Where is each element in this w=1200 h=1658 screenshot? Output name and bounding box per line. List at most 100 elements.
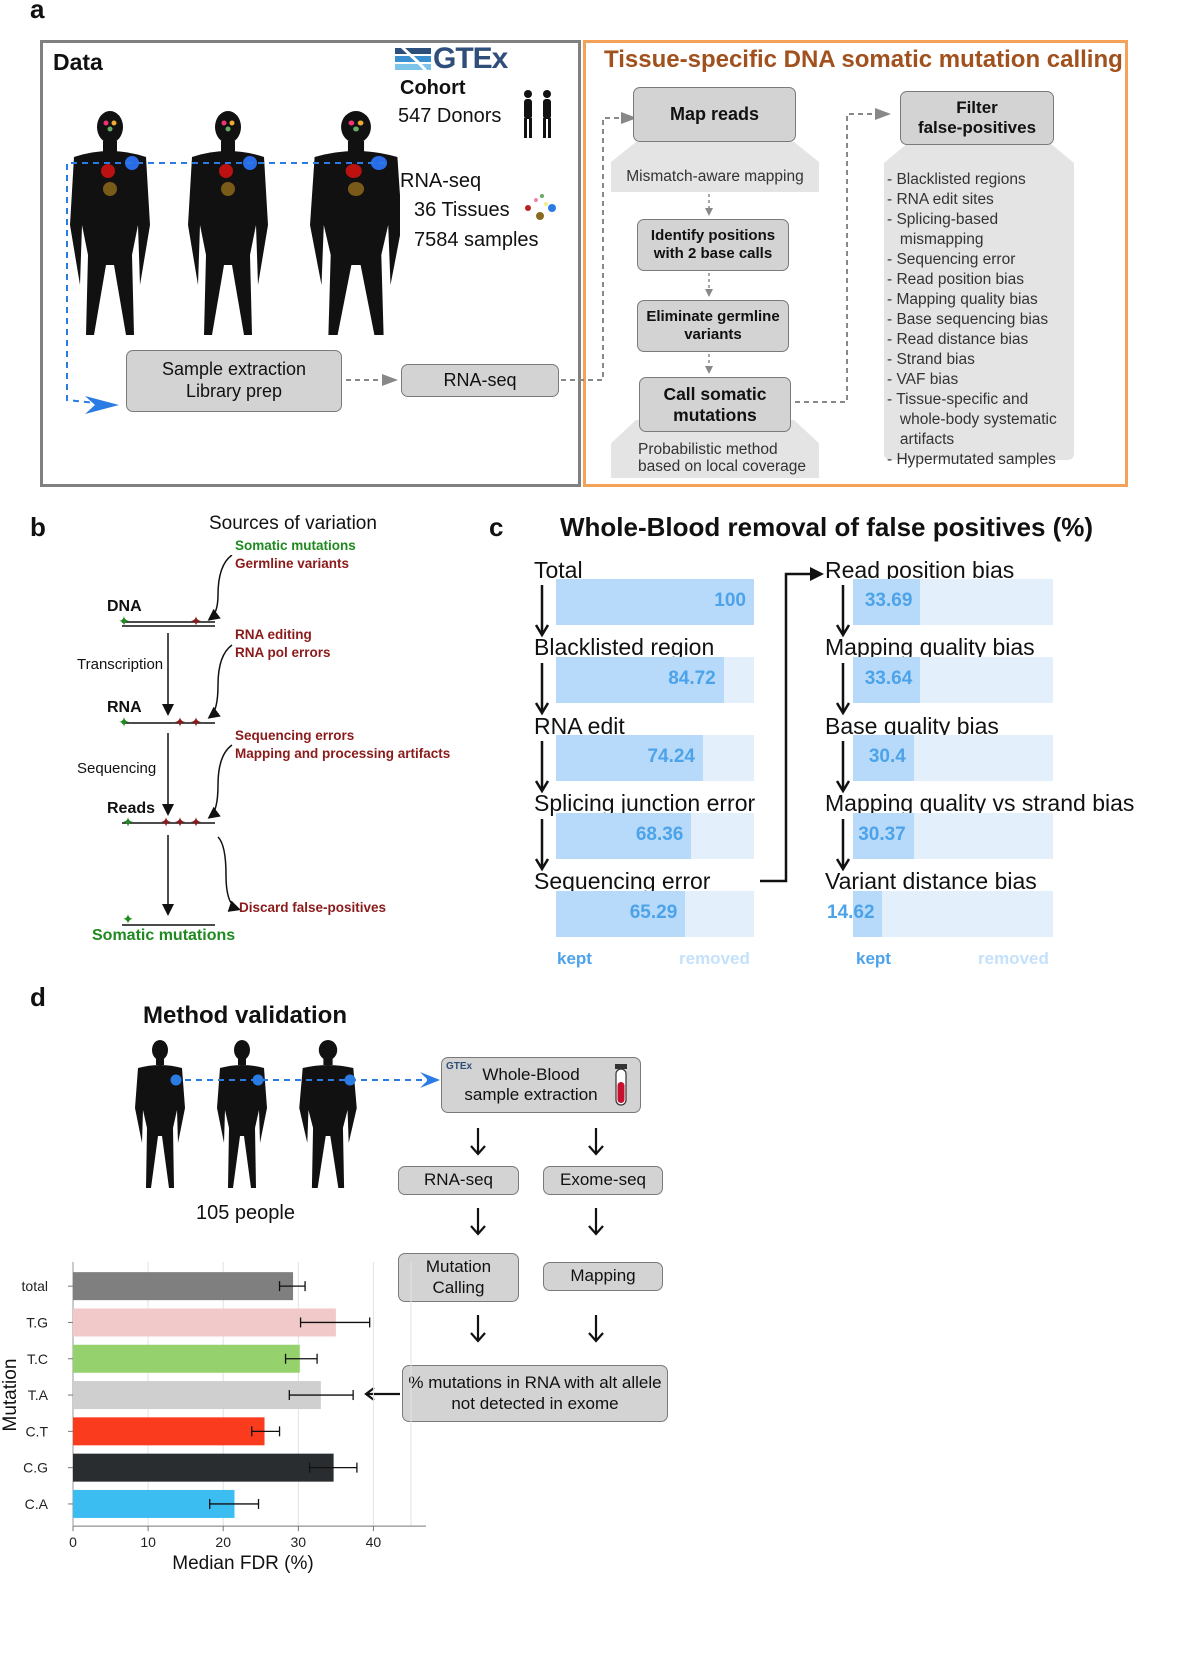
svg-text:✦: ✦ <box>174 814 186 830</box>
y-tick-label: C.A <box>25 1496 49 1512</box>
svg-text:✦: ✦ <box>118 613 130 629</box>
filter-bar-removed: 100 <box>556 579 754 625</box>
filter-bar-value: 84.72 <box>668 668 716 689</box>
filter-step-label: Base quality bias <box>825 713 999 739</box>
flow-arrow <box>835 585 851 638</box>
fp-list-item: - Read distance bias <box>887 331 1029 348</box>
filter-bar-removed: 74.24 <box>556 735 754 781</box>
filter-step-label: Blacklisted region <box>534 634 715 660</box>
fp-list-item: - VAF bias <box>887 371 959 388</box>
validation-person-1 <box>135 1040 185 1188</box>
filter-chart-title: Whole-Blood removal of false positives (… <box>560 512 1094 542</box>
arrow-to-filter <box>795 108 891 403</box>
reads-label: Reads <box>107 800 156 817</box>
filter-bar-removed: 68.36 <box>556 813 754 859</box>
sources-title: Sources of variation <box>209 513 377 534</box>
fp-list-item: - Blacklisted regions <box>887 171 1026 188</box>
fp-filter-list: - Blacklisted regions - RNA edit sites - S… <box>887 170 1057 470</box>
filter-bar-kept <box>556 891 686 937</box>
fp-list-item: - Hypermutated samples <box>887 451 1056 468</box>
cohort-label: Cohort <box>400 77 466 99</box>
fdr-bar <box>73 1344 300 1373</box>
gtex-text: GTEx <box>433 42 508 75</box>
filter-bar-value: 30.37 <box>858 824 906 845</box>
filter-bar-value: 65.29 <box>629 902 678 923</box>
fp-list-item: - Strand bias <box>887 351 975 368</box>
mismatch-mapping-label: Mismatch-aware mapping <box>626 168 804 185</box>
gtex-small-logo: GTEx <box>446 1061 473 1072</box>
y-tick-label: T.C <box>27 1351 48 1367</box>
arrow-to-rnaseq <box>346 374 398 386</box>
y-tick-label: C.G <box>23 1460 48 1476</box>
y-tick-label: total <box>22 1278 48 1294</box>
filter-step-label: Mapping quality vs strand bias <box>825 790 1135 816</box>
people-count: 105 people <box>196 1202 295 1224</box>
fp-list-item: - Sequencing error <box>887 251 1016 268</box>
variation-flow-diagram: ✦ ✦ ✦ ✦ ✦ ✦ ✦ ✦ ✦ ✦ <box>118 555 240 927</box>
src-somatic: Somatic mutations <box>235 538 356 553</box>
fdr-bar <box>73 1272 294 1301</box>
filter-bar-value: 30.4 <box>868 746 906 767</box>
calling-section-border <box>583 40 1128 487</box>
svg-text:✦: ✦ <box>122 814 134 830</box>
src-mapping-artifacts: Mapping and processing artifacts <box>235 746 451 761</box>
fdr-bar <box>73 1381 321 1410</box>
gtex-logo: GTEx <box>393 42 508 76</box>
validation-person-3 <box>299 1040 357 1188</box>
sequencing-label: Sequencing <box>77 760 157 777</box>
somatic-result-label: Somatic mutations <box>92 927 236 944</box>
blood-arrow-head <box>420 1072 440 1088</box>
fdr-bar <box>73 1417 265 1446</box>
src-rna-pol: RNA pol errors <box>235 645 331 660</box>
panel-d-letter: d <box>30 982 46 1012</box>
filter-bar-removed: 30.4 <box>853 735 1053 781</box>
down-arrows-2 <box>470 1208 604 1236</box>
dna-helix-icon <box>395 44 431 73</box>
filter-bar-kept <box>556 579 754 625</box>
filter-bar-value: 68.36 <box>635 824 684 845</box>
validation-people <box>135 1040 430 1188</box>
flow-arrow <box>534 741 550 794</box>
discard-fp-label: Discard false-positives <box>239 900 387 915</box>
fp-list-item: - Base sequencing bias <box>887 311 1049 328</box>
x-axis-label: Median FDR (%) <box>172 1553 313 1574</box>
validation-person-2 <box>217 1040 267 1188</box>
flow-arrow <box>534 585 550 638</box>
person-3 <box>310 111 400 335</box>
filter-bar-value: 14.62 <box>827 902 875 923</box>
x-tick-label: 40 <box>366 1534 382 1550</box>
filter-bar-removed: 65.29 <box>556 891 754 937</box>
fp-list-item: - Splicing-based <box>887 211 999 228</box>
filter-bar-kept <box>853 579 921 625</box>
flow-arrow <box>835 819 851 872</box>
panel-b-letter: b <box>30 512 46 542</box>
tissues-count: 36 Tissues <box>414 199 510 221</box>
filter-bar-value: 33.64 <box>864 668 913 689</box>
filter-bar-kept <box>853 813 914 859</box>
svg-text:✦: ✦ <box>118 714 130 730</box>
filter-bar-kept <box>853 657 921 703</box>
connector-arrow <box>760 567 824 883</box>
fdr-bar <box>73 1308 336 1337</box>
calling-title: Tissue-specific DNA somatic mutation cal… <box>604 46 1123 73</box>
fdr-bar <box>73 1489 235 1518</box>
validation-rnaseq-box: RNA-seq <box>398 1166 519 1195</box>
person-1 <box>70 111 150 335</box>
flow-arrow <box>835 741 851 794</box>
donors-count: 547 Donors <box>398 105 502 127</box>
svg-text:✦: ✦ <box>190 714 202 730</box>
svg-text:✦: ✦ <box>190 814 202 830</box>
filter-bar-removed: 33.64 <box>853 657 1053 703</box>
mismatch-area <box>611 142 819 192</box>
legend-kept-right: kept <box>856 949 891 968</box>
filter-bar-kept <box>853 735 914 781</box>
fp-list-item: - RNA edit sites <box>887 191 994 208</box>
data-title: Data <box>53 49 103 75</box>
svg-text:✦: ✦ <box>190 613 202 629</box>
filter-bar-removed: 30.37 <box>853 813 1053 859</box>
